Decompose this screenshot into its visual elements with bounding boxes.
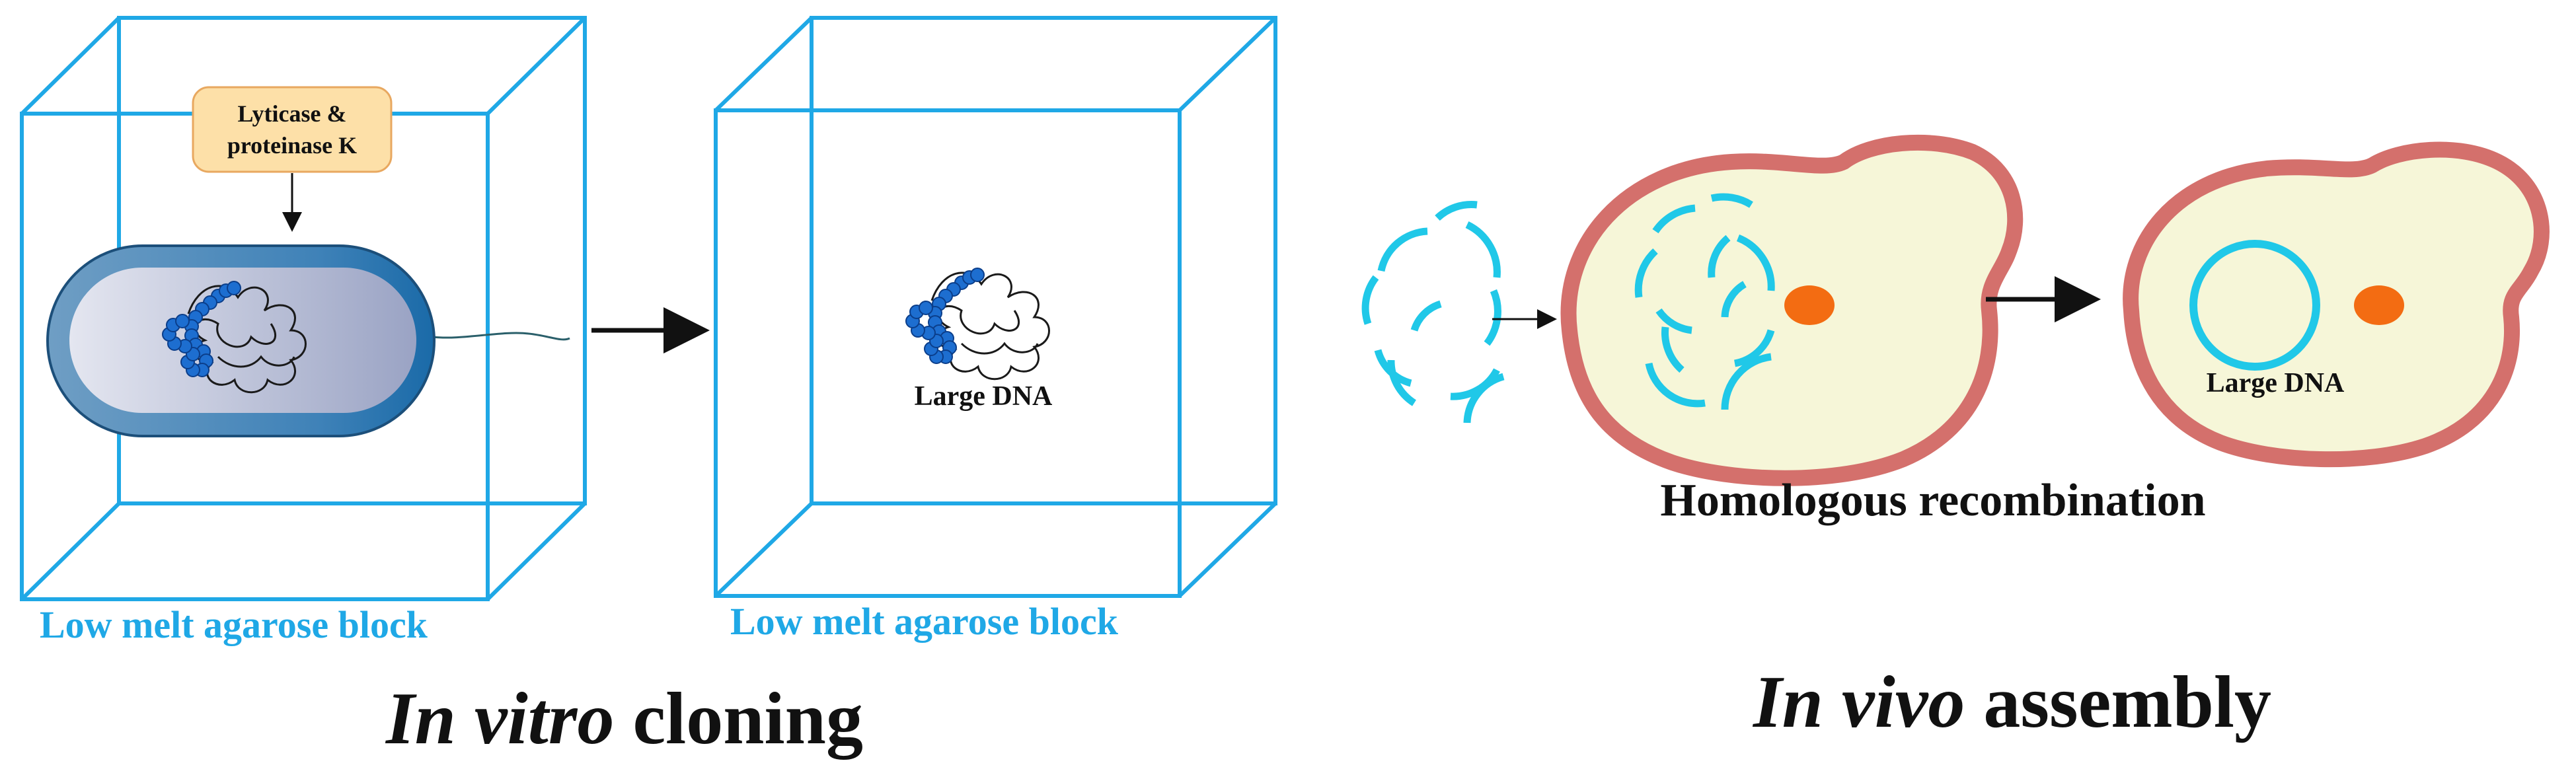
in-vivo-title-rest: assembly: [1965, 661, 2271, 743]
enzyme-box: [192, 86, 393, 173]
in-vitro-cloning-title: In vitro cloning: [385, 678, 863, 760]
right-dna-label: Large DNA: [2207, 368, 2345, 398]
nucleus-2: [2354, 285, 2404, 325]
bacterium-inner: [69, 268, 416, 413]
chromosome-coil: [187, 285, 307, 394]
in-vitro-title-rest: cloning: [614, 678, 863, 760]
agarose-block-middle: [714, 16, 1277, 598]
enzyme-label-line2: proteinase K: [227, 132, 357, 159]
left-block-label: Low melt agarose block: [40, 603, 428, 646]
middle-block-label: Low melt agarose block: [730, 600, 1119, 643]
dna-bead-chain: [162, 281, 241, 377]
yeast-cell-1: [1560, 134, 2024, 486]
assembled-circular-dna: [2189, 240, 2320, 371]
dna-fragments-free: [1361, 201, 1505, 423]
enzyme-label-line1: Lyticase &: [238, 100, 347, 127]
in-vitro-title-italic: In vitro: [385, 678, 614, 760]
middle-dna-label: Large DNA: [915, 381, 1053, 412]
yeast-cell-2-body: [2123, 141, 2550, 468]
nucleus-1: [1784, 285, 1835, 325]
isolated-large-dna: [905, 268, 1050, 381]
dna-fragments-in-cell: [1634, 193, 1775, 410]
enzyme-callout: Lyticase & proteinase K: [192, 86, 393, 232]
in-vivo-title-italic: In vivo: [1752, 661, 1965, 743]
yeast-cell-2: Large DNA: [2123, 141, 2550, 468]
bacterium-cell: [46, 244, 570, 437]
in-vivo-assembly-title: In vivo assembly: [1752, 661, 2271, 743]
homologous-recombination-label: Homologous recombination: [1660, 475, 2205, 526]
